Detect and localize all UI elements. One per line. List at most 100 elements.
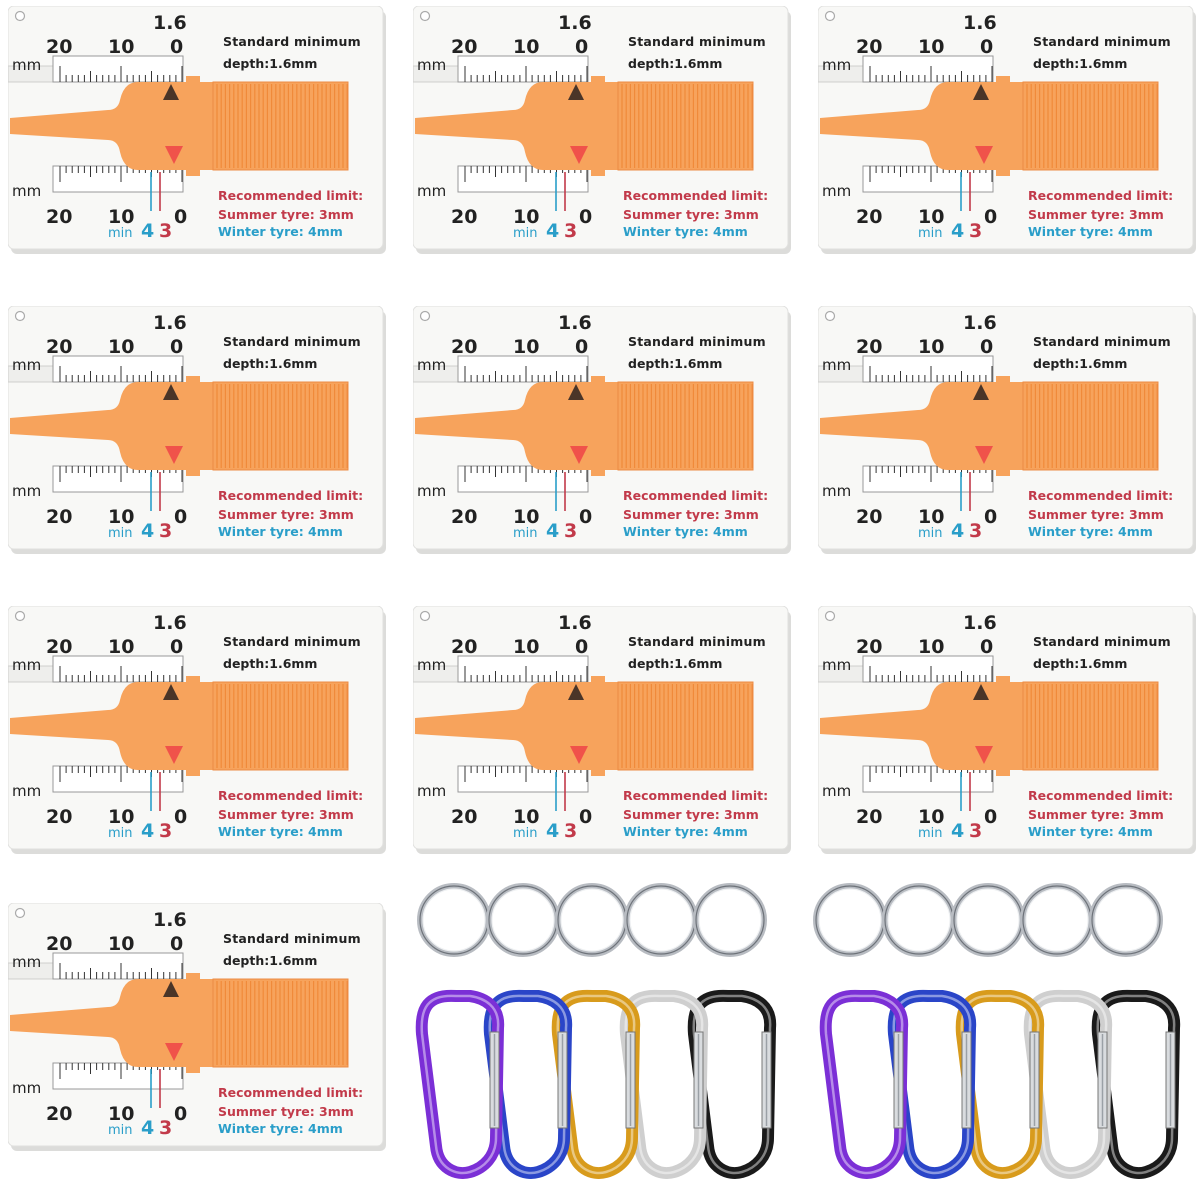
tread-depth-gauge-3: Standard minimum depth:1.6mm Recommended… [818,6,1196,256]
winter-mark-4: 4 [546,520,560,542]
unit-label-bottom: mm [822,782,852,800]
standard-minimum-text: Standard minimum [223,34,361,49]
tread-depth-gauge-5: Standard minimum depth:1.6mm Recommended… [413,306,791,556]
standard-minimum-text: Standard minimum [223,334,361,349]
key-ring [417,883,491,957]
key-ring [693,883,767,957]
summer-tyre-text: Summer tyre: 3mm [218,507,354,522]
depth-text: depth:1.6mm [223,356,318,371]
scale-label-10-top: 10 [918,36,945,58]
summer-mark-3: 3 [159,1117,173,1139]
scale-label-0-top: 0 [575,336,589,358]
recommended-limit-text: Recommended limit: [623,788,769,803]
carabiner [415,989,505,1179]
scale-label-0-bottom: 0 [174,506,188,528]
summer-mark-3: 3 [564,520,578,542]
winter-tyre-text: Winter tyre: 4mm [623,824,748,839]
summer-mark-3: 3 [564,820,578,842]
scale-label-10-top: 10 [108,336,135,358]
scale-label-20-top: 20 [46,933,73,955]
recommended-limit-text: Recommended limit: [1028,188,1174,203]
scale-label-20-top: 20 [46,36,73,58]
scale-label-10-top: 10 [918,336,945,358]
min-label: min [513,826,538,841]
summer-mark-3: 3 [969,220,983,242]
scale-label-20-bottom: 20 [856,506,883,528]
winter-tyre-text: Winter tyre: 4mm [218,524,343,539]
unit-label-top: mm [417,656,447,674]
depth-text: depth:1.6mm [628,656,723,671]
scale-label-0-top: 0 [575,36,589,58]
carabiner-clips [819,989,1181,1179]
summer-tyre-text: Summer tyre: 3mm [1028,807,1164,822]
scale-label-0-top: 0 [980,36,994,58]
min-label: min [918,226,943,241]
depth-text: depth:1.6mm [223,953,318,968]
scale-label-10-top: 10 [918,636,945,658]
scale-label-10-bottom: 10 [108,506,135,528]
recommended-limit-text: Recommended limit: [623,188,769,203]
split-key-rings [417,883,767,957]
scale-label-20-bottom: 20 [451,206,478,228]
summer-mark-3: 3 [564,220,578,242]
tread-depth-gauge-8: Standard minimum depth:1.6mm Recommended… [413,606,791,856]
unit-label-top: mm [822,56,852,74]
unit-label-bottom: mm [12,482,42,500]
min-label: min [918,826,943,841]
key-ring [813,883,887,957]
summer-mark-3: 3 [159,520,173,542]
recommended-limit-text: Recommended limit: [218,788,364,803]
standard-minimum-text: Standard minimum [223,931,361,946]
winter-mark-4: 4 [951,520,965,542]
key-ring [1089,883,1163,957]
scale-label-0-top: 0 [170,636,184,658]
scale-label-0-top: 0 [170,933,184,955]
depth-text: depth:1.6mm [1033,56,1128,71]
winter-tyre-text: Winter tyre: 4mm [1028,224,1153,239]
scale-label-1-6: 1.6 [153,12,187,34]
key-ring [486,883,560,957]
scale-label-0-bottom: 0 [984,506,998,528]
unit-label-top: mm [417,356,447,374]
scale-label-20-bottom: 20 [856,206,883,228]
tread-depth-gauge-10: Standard minimum depth:1.6mm Recommended… [8,903,386,1153]
unit-label-top: mm [417,56,447,74]
scale-label-0-top: 0 [575,636,589,658]
min-label: min [108,826,133,841]
gauge-body-graphic [818,606,1196,854]
tread-depth-gauge-7: Standard minimum depth:1.6mm Recommended… [8,606,386,856]
tread-depth-gauge-2: Standard minimum depth:1.6mm Recommended… [413,6,791,256]
summer-tyre-text: Summer tyre: 3mm [1028,507,1164,522]
scale-label-20-bottom: 20 [46,1103,73,1125]
scale-label-0-top: 0 [980,636,994,658]
scale-label-20-top: 20 [451,336,478,358]
tread-depth-gauge-6: Standard minimum depth:1.6mm Recommended… [818,306,1196,556]
scale-label-10-bottom: 10 [513,806,540,828]
scale-label-1-6: 1.6 [963,12,997,34]
tread-depth-gauge-9: Standard minimum depth:1.6mm Recommended… [818,606,1196,856]
carabiner-clips [415,989,777,1179]
key-ring [555,883,629,957]
scale-label-20-bottom: 20 [46,806,73,828]
winter-mark-4: 4 [141,520,155,542]
gauge-body-graphic [818,306,1196,554]
gauge-body-graphic [413,6,791,254]
scale-label-0-bottom: 0 [579,806,593,828]
winter-mark-4: 4 [951,820,965,842]
min-label: min [108,1123,133,1138]
recommended-limit-text: Recommended limit: [218,488,364,503]
unit-label-bottom: mm [12,782,42,800]
depth-text: depth:1.6mm [1033,356,1128,371]
scale-label-0-bottom: 0 [174,1103,188,1125]
summer-tyre-text: Summer tyre: 3mm [623,507,759,522]
summer-tyre-text: Summer tyre: 3mm [1028,207,1164,222]
min-label: min [108,226,133,241]
standard-minimum-text: Standard minimum [628,334,766,349]
recommended-limit-text: Recommended limit: [218,1085,364,1100]
scale-label-20-top: 20 [46,336,73,358]
scale-label-10-top: 10 [513,336,540,358]
scale-label-0-top: 0 [170,336,184,358]
depth-text: depth:1.6mm [628,56,723,71]
tread-depth-gauge-1: Standard minimum depth:1.6mm Recommended… [8,6,386,256]
summer-tyre-text: Summer tyre: 3mm [218,807,354,822]
